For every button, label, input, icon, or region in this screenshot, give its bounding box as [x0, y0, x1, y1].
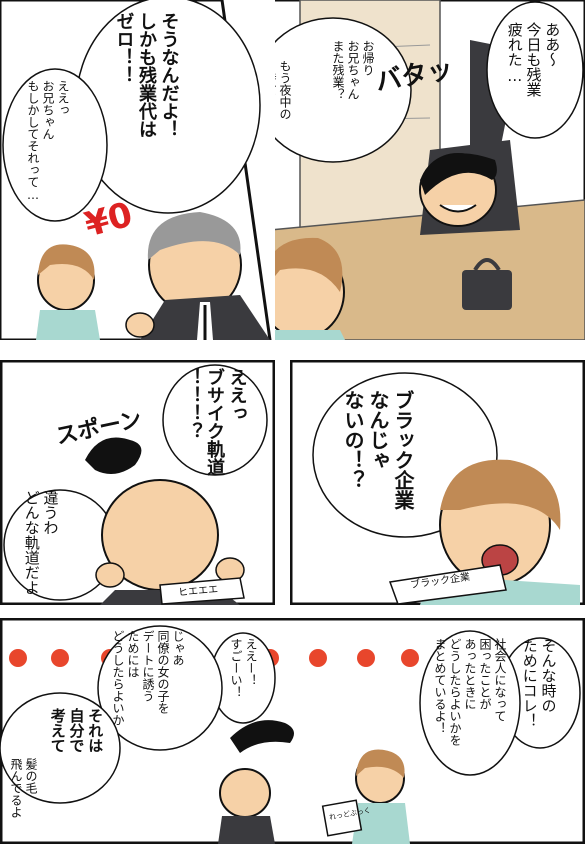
panel-5-art	[0, 618, 585, 844]
panel-1: ああ～ 今日も残業 疲れた… お帰り お兄ちゃん また残業？ もう夜中の ２時だ…	[0, 0, 585, 340]
speech-bubble-summarizes: 社会人になって 困ったことが あったときに どうしたらよいかを まとめているよ！	[433, 638, 507, 746]
speech-bubble-what-orbit: 違うわ どんな軌道だよ	[22, 490, 60, 595]
panel-3-art	[290, 360, 585, 605]
panel-3: ブラック企業 なんじゃ ないの！？ ブラック企業	[290, 360, 585, 605]
panel-5: そんな時の ためにコレ！ 社会人になって 困ったことが あったときに どうしたら…	[0, 618, 585, 844]
panel-2: そうなんだよ！ しかも残業代は ゼロ！！ ええっ お兄ちゃん もしかしてそれって…	[0, 0, 275, 340]
speech-bubble-hair-flying: 髪の毛 飛んでるよ	[9, 758, 38, 818]
speech-bubble-think-yourself: それは 自分で 考えて	[48, 708, 105, 753]
panel-4: ええっ ブサイク軌道 ！！！？ 違うわ どんな軌道だよ スポーン ヒエエエ	[0, 360, 275, 605]
speech-bubble-tired: ああ～ 今日も残業 疲れた…	[505, 22, 562, 97]
panel-2-art	[0, 0, 272, 340]
speech-bubble-black-company: ブラック企業 なんじゃ ないの！？	[341, 390, 415, 510]
speech-bubble-no-overtime-pay: そうなんだよ！ しかも残業代は ゼロ！！	[113, 12, 180, 138]
speech-bubble-date-question: じゃあ 同僚の女の子を デートに誘う ためには どうしたらよいか	[111, 630, 185, 726]
speech-bubble-welcome: お帰り お兄ちゃん また残業？	[331, 40, 375, 100]
panel-4-art	[0, 360, 275, 605]
speech-bubble-for-such-times: そんな時の ためにコレ！	[520, 638, 558, 728]
speech-bubble-could-it-be: ええっ お兄ちゃん もしかしてそれって…	[26, 80, 70, 202]
speech-bubble-amazing: ええー！ すごーい！	[229, 638, 258, 698]
panel-1-art	[223, 0, 585, 340]
speech-bubble-busaiku-orbit: ええっ ブサイク軌道 ！！！？	[181, 368, 248, 476]
